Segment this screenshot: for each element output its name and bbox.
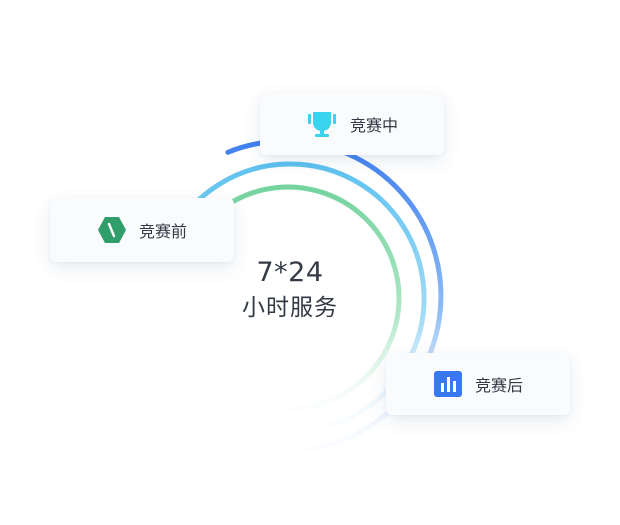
- stage-label-during: 竞赛中: [349, 116, 398, 135]
- service-hours-label: 小时服务: [242, 295, 338, 321]
- stage-label-after: 竞赛后: [474, 376, 523, 395]
- stage-card-after[interactable]: 竞赛后: [386, 353, 570, 415]
- stage-label-before: 竞赛前: [138, 222, 187, 241]
- service-hours: 7*24 小时服务: [200, 255, 380, 325]
- inner-ring-arc: [217, 184, 402, 412]
- green-hexagon-icon: [97, 215, 127, 245]
- bar-chart-icon: [433, 370, 463, 398]
- trophy-icon: [306, 110, 338, 138]
- stage-card-during[interactable]: 竞赛中: [260, 93, 444, 155]
- middle-ring-arc: [171, 161, 427, 434]
- service-hours-value: 7*24: [256, 257, 324, 288]
- stage-card-before[interactable]: 竞赛前: [50, 198, 234, 262]
